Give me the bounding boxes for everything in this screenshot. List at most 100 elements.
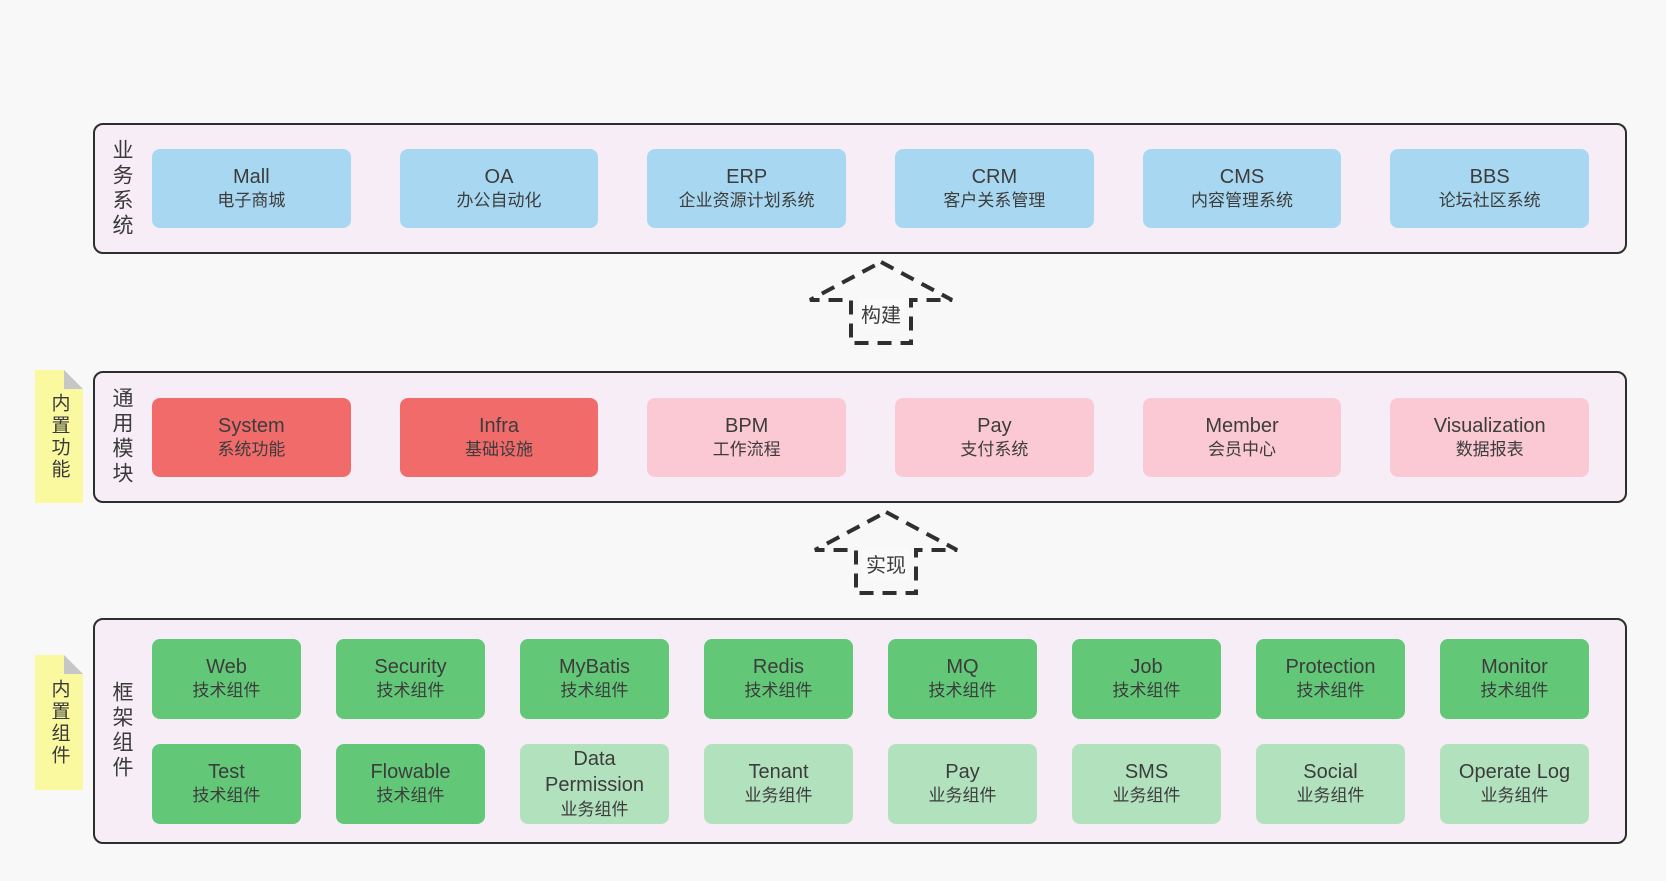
box-pay: Pay 支付系统: [895, 397, 1094, 477]
box-subtitle: 业务组件: [1480, 786, 1549, 806]
box-member: Member 会员中心: [1142, 397, 1342, 477]
box-title: ERP: [726, 166, 768, 189]
framework-components-label: 框架组件: [110, 681, 133, 781]
box-visualization: Visualization 数据报表: [1390, 397, 1590, 477]
business-systems-box-grid: Mall 电子商城 OA 办公自动化 ERP 企业资源计划系统 CRM 客户关系…: [140, 149, 1625, 228]
box-subtitle: 技术组件: [1480, 681, 1549, 701]
box-subtitle: 业务组件: [1112, 786, 1181, 806]
box-subtitle: 企业资源计划系统: [678, 191, 815, 211]
box-redis: Redis 技术组件: [704, 638, 853, 719]
box-operate-log: Operate Log 业务组件: [1440, 743, 1589, 824]
box-subtitle: 技术组件: [1112, 681, 1181, 701]
box-test: Test 技术组件: [152, 743, 301, 824]
common-modules-box-grid: System 系统功能 Infra 基础设施 BPM 工作流程 Pay 支付系统…: [140, 397, 1625, 477]
box-subtitle: 支付系统: [960, 439, 1029, 459]
box-flowable: Flowable 技术组件: [336, 743, 485, 824]
box-subtitle: 技术组件: [1296, 681, 1365, 701]
panel-framework-components: 框架组件 Web 技术组件 Security 技术组件 MyBatis 技术组件…: [93, 618, 1627, 844]
box-pay-business: Pay 业务组件: [888, 743, 1037, 824]
box-title: Visualization: [1433, 414, 1546, 437]
box-title: BBS: [1469, 166, 1510, 189]
box-subtitle: 办公自动化: [456, 191, 542, 211]
box-title: Protection: [1285, 656, 1376, 679]
dashed-up-arrow-icon: [814, 509, 958, 595]
box-job: Job 技术组件: [1072, 638, 1221, 719]
box-infra: Infra 基础设施: [399, 397, 599, 477]
box-mall: Mall 电子商城: [152, 149, 351, 228]
box-bbs: BBS 论坛社区系统: [1390, 149, 1590, 228]
common-modules-label: 通用模块: [110, 387, 133, 487]
box-subtitle: 技术组件: [376, 786, 445, 806]
box-sms: SMS 业务组件: [1072, 743, 1221, 824]
arrow-implement-label: 实现: [863, 548, 909, 579]
box-subtitle: 技术组件: [192, 681, 261, 701]
box-title: Job: [1130, 656, 1163, 679]
box-mybatis: MyBatis 技术组件: [520, 638, 669, 719]
box-title: Member: [1205, 414, 1279, 437]
box-title: Tenant: [748, 761, 809, 784]
box-security: Security 技术组件: [336, 638, 485, 719]
box-subtitle: 论坛社区系统: [1438, 191, 1541, 211]
business-systems-label: 业务系统: [110, 138, 133, 239]
box-title: Infra: [478, 414, 520, 437]
box-subtitle: 技术组件: [560, 681, 629, 701]
box-title: MQ: [946, 656, 979, 679]
box-subtitle: 会员中心: [1208, 439, 1277, 459]
box-title: Operate Log: [1458, 761, 1571, 784]
box-subtitle: 系统功能: [217, 439, 286, 459]
box-title: MyBatis: [558, 656, 631, 679]
box-title: Mall: [233, 166, 270, 189]
box-title: Pay: [945, 761, 980, 784]
box-data-permission: Data Permission 业务组件: [520, 743, 669, 824]
box-title: Test: [208, 761, 245, 784]
box-subtitle: 内容管理系统: [1191, 191, 1294, 211]
box-title: Web: [206, 656, 247, 679]
box-title: Pay: [977, 414, 1012, 437]
box-title: Flowable: [370, 761, 451, 784]
box-subtitle: 工作流程: [712, 439, 781, 459]
sticky-note-builtin-components: 内置组件: [35, 655, 83, 790]
box-title: Security: [374, 656, 447, 679]
box-subtitle: 业务组件: [928, 786, 997, 806]
framework-components-rows: Web 技术组件 Security 技术组件 MyBatis 技术组件 Redi…: [140, 638, 1625, 824]
box-title: OA: [484, 166, 514, 189]
box-oa: OA 办公自动化: [399, 149, 599, 228]
box-monitor: Monitor 技术组件: [1440, 638, 1589, 719]
box-mq: MQ 技术组件: [888, 638, 1037, 719]
box-erp: ERP 企业资源计划系统: [647, 149, 847, 228]
box-tenant: Tenant 业务组件: [704, 743, 853, 824]
panel-common-modules: 通用模块 System 系统功能 Infra 基础设施 BPM 工作流程 Pay…: [93, 371, 1627, 503]
box-title: SMS: [1124, 761, 1169, 784]
box-title: Data Permission: [545, 747, 644, 797]
box-subtitle: 电子商城: [217, 191, 286, 211]
panel-business-systems: 业务系统 Mall 电子商城 OA 办公自动化 ERP 企业资源计划系统 CRM…: [93, 123, 1627, 254]
dashed-up-arrow-icon: [809, 259, 953, 345]
folded-corner-icon: [64, 655, 83, 674]
arrow-build-label: 构建: [858, 298, 904, 329]
box-web: Web 技术组件: [152, 638, 301, 719]
box-subtitle: 技术组件: [928, 681, 997, 701]
box-subtitle: 数据报表: [1455, 439, 1524, 459]
sticky-note-label: 内置组件: [48, 678, 70, 767]
sticky-note-builtin-features: 内置功能: [35, 370, 83, 503]
box-title: Monitor: [1481, 656, 1548, 679]
box-subtitle: 业务组件: [1296, 786, 1365, 806]
box-title: Redis: [752, 656, 805, 679]
box-title: System: [217, 414, 285, 437]
arrow-build: 构建: [806, 258, 956, 346]
box-title: CMS: [1219, 166, 1265, 189]
framework-components-row-1: Web 技术组件 Security 技术组件 MyBatis 技术组件 Redi…: [152, 638, 1589, 719]
box-subtitle: 技术组件: [192, 786, 261, 806]
folded-corner-icon: [64, 370, 83, 389]
box-subtitle: 技术组件: [376, 681, 445, 701]
box-title: Social: [1303, 761, 1358, 784]
box-subtitle: 业务组件: [744, 786, 813, 806]
box-subtitle: 业务组件: [560, 799, 629, 819]
framework-components-row-2: Test 技术组件 Flowable 技术组件 Data Permission …: [152, 743, 1589, 824]
box-system: System 系统功能: [152, 397, 351, 477]
arrow-implement: 实现: [811, 508, 961, 596]
box-bpm: BPM 工作流程: [647, 397, 847, 477]
box-subtitle: 客户关系管理: [943, 191, 1046, 211]
box-title: CRM: [971, 166, 1018, 189]
box-protection: Protection 技术组件: [1256, 638, 1405, 719]
